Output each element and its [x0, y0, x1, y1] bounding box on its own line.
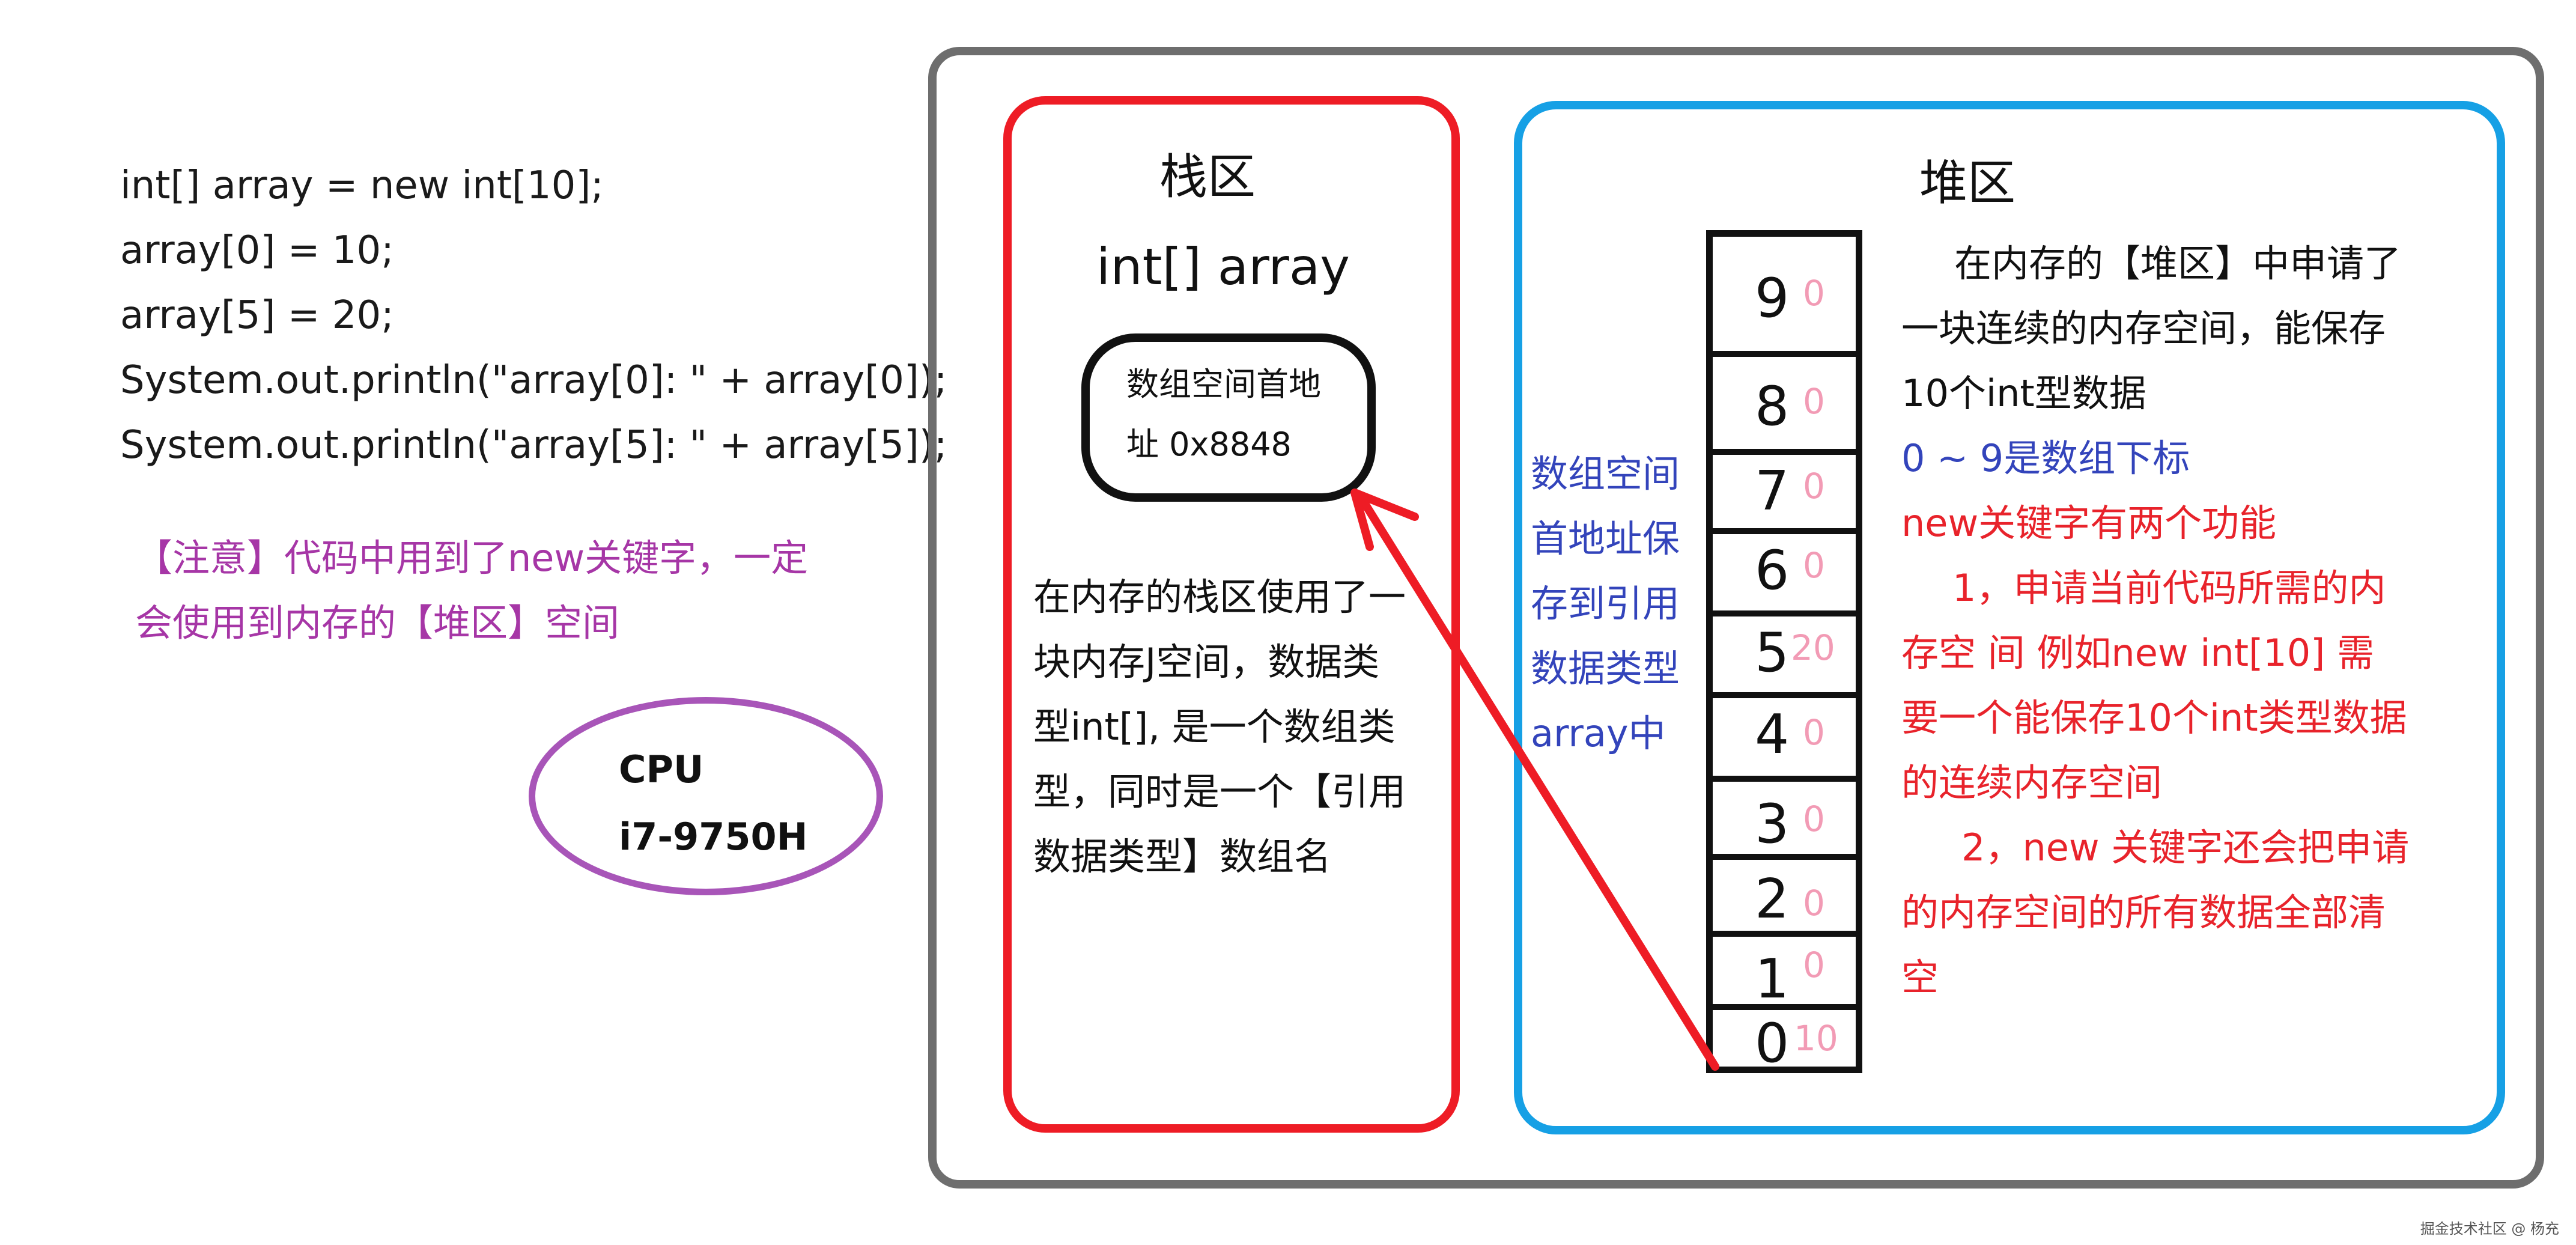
- arrow-head-icon: [1350, 489, 1419, 551]
- cell-index: 9: [1755, 267, 1790, 330]
- array-cell: 1 0: [1713, 939, 1856, 1011]
- address-line: 址 0x8848: [1126, 425, 1292, 463]
- heap-red-line: 1，申请当前代码所需的内: [1952, 566, 2386, 610]
- array-cell: 8 0: [1713, 360, 1856, 447]
- note-line: 【注意】代码中用到了new关键字，一定: [135, 536, 809, 580]
- code-line: int[] array = new int[10];: [120, 163, 604, 208]
- address-line: 数组空间首地: [1126, 365, 1321, 403]
- heap-desc-line: 在内存的【堆区】中申请了: [1954, 242, 2402, 285]
- heap-red-line: 要一个能保存10个int类型数据: [1901, 696, 2407, 740]
- code-line: System.out.println("array[0]: " + array[…: [120, 358, 947, 403]
- heap-array: 9 0 8 0 7 0 6 0 5 20 4 0 3 0 2 0 1 0 0 1…: [1706, 230, 1862, 1075]
- stack-area: [1003, 96, 1460, 1133]
- note-line: 会使用到内存的【堆区】空间: [135, 601, 620, 645]
- heap-desc-line: 一块连续的内存空间，能保存: [1901, 306, 2386, 350]
- code-block: int[] array = new int[10]; array[0] = 10…: [120, 153, 947, 478]
- heap-red-line: 存空 间 例如new int[10] 需: [1901, 631, 2375, 675]
- heap-red-line: 空: [1901, 955, 1939, 999]
- heap-index-note: 0 ~ 9是数组下标: [1901, 436, 2190, 480]
- cell-index: 2: [1755, 868, 1790, 931]
- code-line: array[5] = 20;: [120, 293, 394, 338]
- cell-divider: [1706, 854, 1862, 860]
- code-line: array[0] = 10;: [120, 228, 394, 273]
- cpu-name: CPU: [619, 747, 704, 791]
- reference-line: array中: [1531, 711, 1666, 755]
- stack-desc-line: 在内存的栈区使用了一: [1033, 575, 1406, 619]
- stack-title: 栈区: [1159, 149, 1256, 205]
- heap-title: 堆区: [1919, 155, 2016, 211]
- stack-desc-line: 型int[], 是一个数组类: [1033, 705, 1396, 749]
- array-cell: 9 0: [1713, 237, 1856, 354]
- cell-index: 8: [1755, 375, 1790, 438]
- cell-index: 4: [1755, 703, 1790, 766]
- array-cell: 6 0: [1713, 536, 1856, 608]
- cell-index: 1: [1755, 948, 1790, 1011]
- cell-index: 0: [1755, 1012, 1790, 1075]
- address-bubble: [1081, 333, 1376, 502]
- array-cell: 0 10: [1713, 1012, 1856, 1075]
- heap-red-line: 的内存空间的所有数据全部清: [1901, 890, 2386, 934]
- stack-variable: int[] array: [1096, 237, 1350, 296]
- code-line: System.out.println("array[5]: " + array[…: [120, 423, 947, 467]
- cell-value: 0: [1803, 381, 1825, 422]
- cell-index: 6: [1755, 539, 1790, 602]
- cell-value: 0: [1803, 273, 1825, 314]
- stack-description: 在内存的栈区使用了一 块内存J空间，数据类 型int[], 是一个数组类 型，同…: [1033, 565, 1406, 889]
- reference-line: 首地址保: [1531, 517, 1680, 561]
- watermark: 掘金技术社区 @ 杨充: [2420, 1220, 2559, 1237]
- stack-desc-line: 块内存J空间，数据类: [1033, 640, 1380, 684]
- address-text: 数组空间首地 址 0x8848: [1126, 355, 1321, 475]
- cell-divider: [1706, 776, 1862, 782]
- cell-index: 3: [1755, 793, 1790, 856]
- array-cell: 7 0: [1713, 457, 1856, 524]
- heap-red-line: new关键字有两个功能: [1901, 501, 2277, 545]
- memory-frame: [928, 47, 2544, 1189]
- cell-value: 0: [1803, 466, 1825, 507]
- heap-area: [1514, 101, 2505, 1134]
- array-cell: 5 20: [1713, 618, 1856, 690]
- cell-value: 0: [1803, 712, 1825, 753]
- reference-line: 存到引用: [1531, 582, 1680, 626]
- reference-note: 数组空间 首地址保 存到引用 数据类型 array中: [1531, 442, 1680, 766]
- arrow-shaft: [1359, 498, 1719, 1071]
- stack-desc-line: 型，同时是一个【引用: [1033, 770, 1406, 814]
- cell-value: 20: [1791, 627, 1835, 668]
- cell-index: 5: [1755, 621, 1790, 684]
- cell-divider: [1706, 528, 1862, 534]
- cell-value: 0: [1803, 945, 1825, 985]
- heap-description: 在内存的【堆区】中申请了 一块连续的内存空间，能保存 10个int型数据 0 ~…: [1901, 231, 2409, 1010]
- heap-red-line: 的连续内存空间: [1901, 761, 2163, 805]
- cell-divider: [1706, 1004, 1862, 1010]
- array-cell: 4 0: [1713, 700, 1856, 772]
- cell-value: 10: [1794, 1018, 1838, 1059]
- cell-value: 0: [1803, 545, 1825, 586]
- cell-divider: [1706, 351, 1862, 357]
- reference-line: 数据类型: [1531, 647, 1680, 690]
- cell-index: 7: [1755, 460, 1790, 523]
- heap-desc-line: 10个int型数据: [1901, 371, 2146, 415]
- array-cell: 2 0: [1713, 862, 1856, 935]
- cell-value: 0: [1803, 883, 1825, 924]
- stack-desc-line: 数据类型】数组名: [1033, 835, 1332, 878]
- array-cell: 3 0: [1713, 784, 1856, 859]
- cpu-ellipse: [529, 697, 883, 895]
- cpu-label: CPU i7-9750H: [619, 736, 808, 871]
- cell-divider: [1706, 610, 1862, 616]
- cell-divider: [1706, 931, 1862, 937]
- heap-red-line: 2，new 关键字还会把申请: [1961, 826, 2410, 869]
- cell-value: 0: [1803, 799, 1825, 839]
- new-keyword-note: 【注意】代码中用到了new关键字，一定 会使用到内存的【堆区】空间: [135, 526, 808, 656]
- reference-line: 数组空间: [1531, 452, 1680, 496]
- cpu-model: i7-9750H: [619, 815, 808, 859]
- cell-divider: [1706, 692, 1862, 698]
- cell-divider: [1706, 449, 1862, 455]
